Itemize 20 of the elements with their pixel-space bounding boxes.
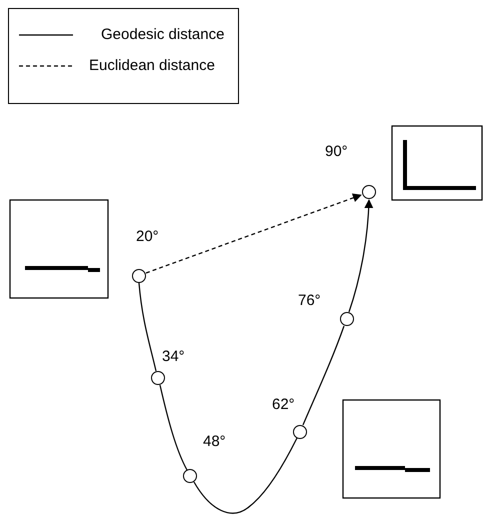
curve-line bbox=[302, 326, 345, 426]
angle-label: 90° bbox=[325, 143, 348, 160]
point-circle bbox=[151, 371, 165, 385]
legend-text: Geodesic distance bbox=[101, 26, 224, 43]
curve-line bbox=[193, 438, 298, 514]
angle-label: 62° bbox=[272, 396, 295, 413]
point-circle bbox=[362, 185, 376, 199]
arrow bbox=[146, 194, 362, 274]
curve-line bbox=[138, 282, 157, 372]
point-circle bbox=[183, 469, 197, 483]
curve-line bbox=[159, 384, 188, 470]
angle-label: 76° bbox=[298, 292, 321, 309]
point-circle bbox=[340, 312, 354, 326]
angle-label: 48° bbox=[203, 433, 226, 450]
point-circle bbox=[132, 269, 146, 283]
arrow bbox=[348, 199, 374, 312]
point-circle bbox=[293, 425, 307, 439]
angle-label: 34° bbox=[162, 348, 185, 365]
angle-label: 20° bbox=[136, 228, 159, 245]
legend-text: Euclidean distance bbox=[89, 57, 215, 74]
